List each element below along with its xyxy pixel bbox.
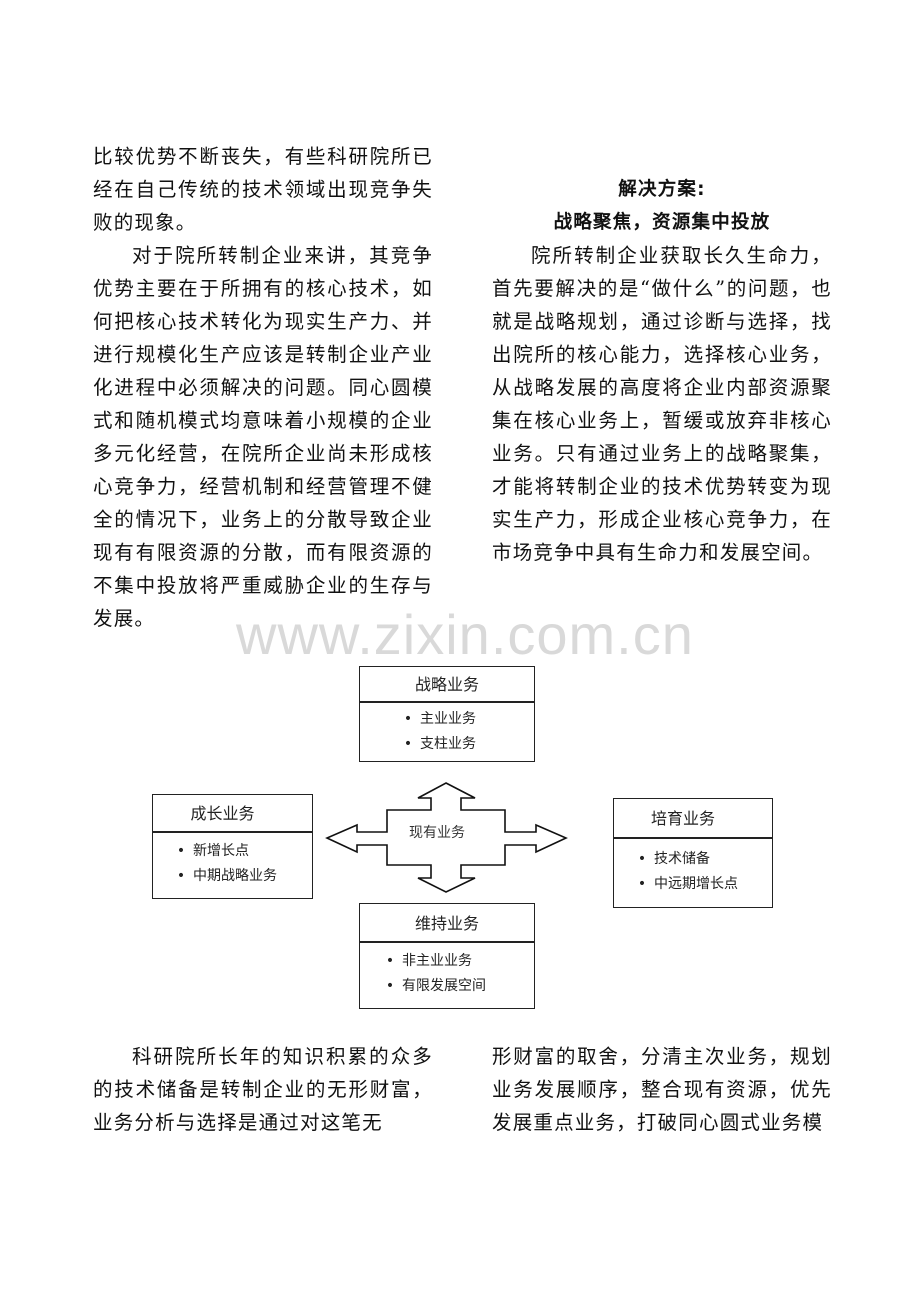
box-title: 战略业务 xyxy=(360,667,534,703)
box-item: 支柱业务 xyxy=(400,732,534,757)
strategic-business-box: 战略业务 主业业务 支柱业务 xyxy=(359,666,535,762)
paragraph: 形财富的取舍，分清主次业务，规划业务发展顺序，整合现有资源，优先发展重点业务，打… xyxy=(492,1045,832,1134)
box-item: 主业业务 xyxy=(400,707,534,732)
right-column-bottom: 形财富的取舍，分清主次业务，规划业务发展顺序，整合现有资源，优先发展重点业务，打… xyxy=(492,1040,832,1139)
incubation-business-box: 培育业务 技术储备 中远期增长点 xyxy=(613,798,773,908)
box-item: 有限发展空间 xyxy=(382,974,534,999)
box-title: 维持业务 xyxy=(360,904,534,943)
box-item: 技术储备 xyxy=(634,847,772,872)
box-item: 新增长点 xyxy=(173,839,312,864)
paragraph: 对于院所转制企业来讲，其竞争优势主要在于所拥有的核心技术，如何把核心技术转化为现… xyxy=(93,244,433,630)
existing-business-label: 现有业务 xyxy=(409,825,465,841)
paragraph: 院所转制企业获取长久生命力，首先要解决的是“做什么”的问题，也就是战略规划，通过… xyxy=(492,244,832,564)
paragraph: 科研院所长年的知识积累的众多的技术储备是转制企业的无形财富，业务分析与选择是通过… xyxy=(93,1045,433,1134)
maintenance-business-box: 维持业务 非主业业务 有限发展空间 xyxy=(359,903,535,1009)
paragraph: 比较优势不断丧失，有些科研院所已经在自己传统的技术领域出现竞争失败的现象。 xyxy=(93,145,433,234)
left-column-top: 比较优势不断丧失，有些科研院所已经在自己传统的技术领域出现竞争失败的现象。 对于… xyxy=(93,140,433,635)
watermark: www.zixin.com.cn xyxy=(236,603,694,666)
box-item: 中期战略业务 xyxy=(173,864,312,889)
section-subheading: 战略聚焦，资源集中投放 xyxy=(553,212,771,233)
box-title: 培育业务 xyxy=(614,799,772,839)
section-heading: 解决方案: xyxy=(618,179,706,200)
box-title: 成长业务 xyxy=(153,795,312,833)
left-column-bottom: 科研院所长年的知识积累的众多的技术储备是转制企业的无形财富，业务分析与选择是通过… xyxy=(93,1040,433,1139)
growth-business-box: 成长业务 新增长点 中期战略业务 xyxy=(152,794,313,899)
box-item: 非主业业务 xyxy=(382,949,534,974)
right-column-top: 解决方案: 战略聚焦，资源集中投放 院所转制企业获取长久生命力，首先要解决的是“… xyxy=(492,173,832,569)
box-item: 中远期增长点 xyxy=(634,872,772,897)
